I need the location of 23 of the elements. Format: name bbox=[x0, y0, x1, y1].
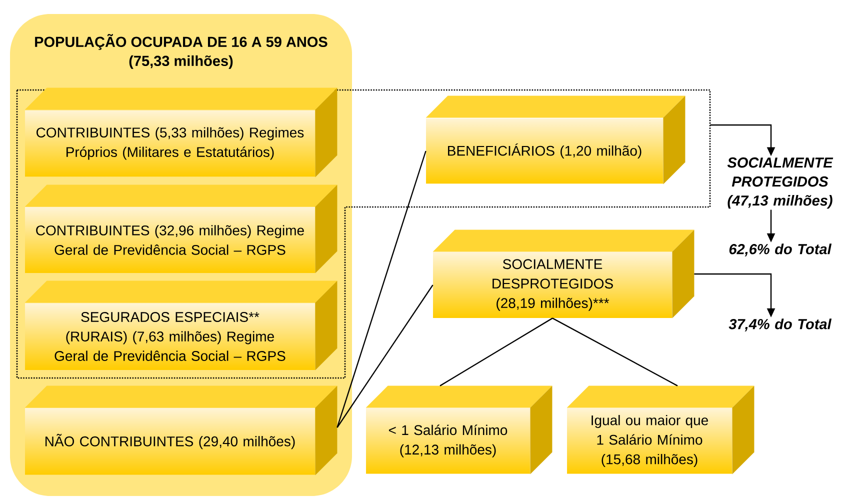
block-box: BENEFICIÁRIOS (1,20 milhão) bbox=[426, 96, 686, 184]
connector-line bbox=[336, 150, 426, 428]
result-text: 37,4% do Total bbox=[728, 318, 832, 332]
block-box: < 1 Salário Mínimo (12,13 milhões) bbox=[366, 386, 552, 474]
block-box: SOCIALMENTE DESPROTEGIDOS (28,19 milhões)*** bbox=[432, 230, 694, 318]
node-label: CONTRIBUINTES (32,96 milhões) Regime Geral de Previdência Social – RGPS bbox=[36, 225, 304, 255]
node-label: CONTRIBUINTES (5,33 milhões) Regimes Próprios (Militares e Estatutários) bbox=[36, 127, 304, 160]
node-label: NÃO CONTRIBUINTES (29,40 milhões) bbox=[46, 434, 295, 450]
node-label: Igual ou maior que 1 Salário Mínimo (15,68 milhões) bbox=[592, 414, 708, 468]
connector-line bbox=[440, 318, 553, 386]
node-label: SEGURADOS ESPECIAIS** (RURAIS) (7,63 milhões) Regime Geral de Previdência Social – RGPS bbox=[54, 312, 286, 361]
block-box: CONTRIBUINTES (5,33 milhões) Regimes Próprios (Militares e Estatutários) bbox=[24, 88, 338, 178]
block-box: Igual ou maior que 1 Salário Mínimo (15,68 milhões) bbox=[566, 386, 754, 474]
result-text: SOCIALMENTE PROTEGIDOS (47,13 milhões) bbox=[727, 157, 834, 209]
block-box: SEGURADOS ESPECIAIS** (RURAIS) (7,63 milhões) Regime Geral de Previdência Social – RGPS bbox=[24, 280, 338, 370]
block-box: CONTRIBUINTES (32,96 milhões) Regime Geral de Previdência Social – RGPS bbox=[24, 184, 338, 274]
connector-line bbox=[552, 318, 678, 386]
block-box: NÃO CONTRIBUINTES (29,40 milhões) bbox=[24, 386, 338, 476]
result-text: 62,6% do Total bbox=[729, 244, 832, 256]
node-label: BENEFICIÁRIOS (1,20 milhão) bbox=[448, 143, 642, 159]
connector-line bbox=[336, 284, 434, 428]
node-label: SOCIALMENTE DESPROTEGIDOS (28,19 milhões)*** bbox=[492, 259, 613, 311]
node-label: < 1 Salário Mínimo (12,13 milhões) bbox=[388, 424, 508, 458]
